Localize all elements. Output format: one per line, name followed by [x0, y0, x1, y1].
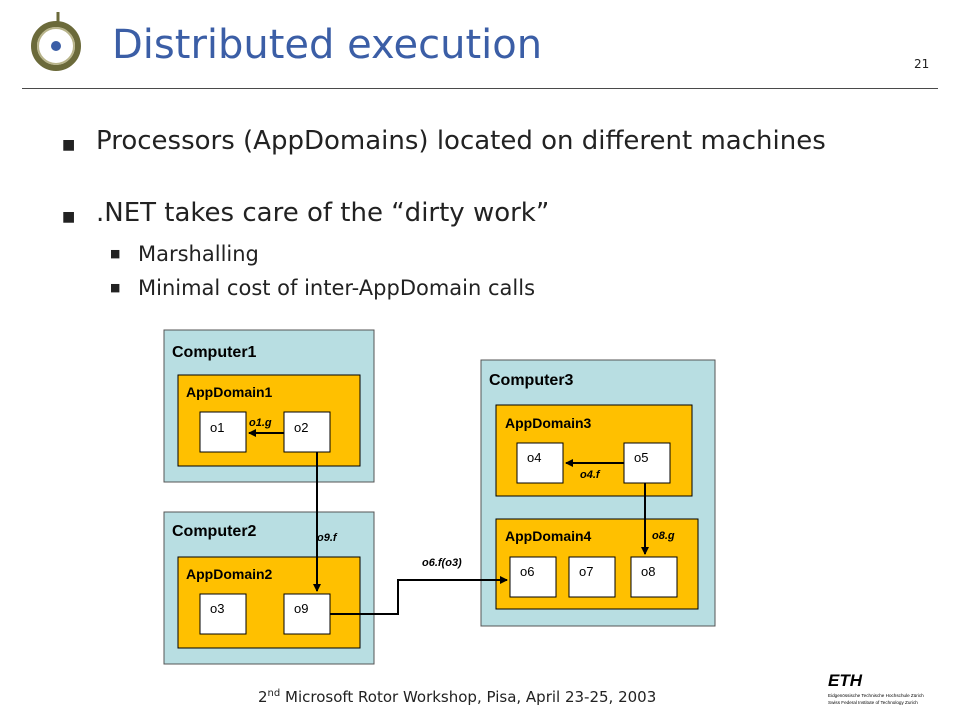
sub-bullet-1: Marshalling	[138, 242, 259, 266]
object-o4-label: o4	[527, 450, 541, 465]
footer-ordinal-suffix: nd	[267, 688, 281, 699]
bullet-1: Processors (AppDomains) located on diffe…	[96, 126, 826, 156]
institute-logo-icon	[31, 12, 81, 71]
bullet-list: ■ Processors (AppDomains) located on dif…	[0, 0, 960, 300]
computer2-label: Computer2	[172, 523, 257, 540]
object-o3	[199, 593, 247, 635]
bullet-marker-icon: ■	[62, 209, 76, 225]
object-o4	[516, 442, 564, 484]
call-label-o1g: o1.g	[249, 417, 272, 429]
appdomain2-label: AppDomain2	[186, 566, 273, 582]
appdomain4-label: AppDomain4	[505, 528, 592, 544]
object-o8	[630, 556, 678, 598]
eth-line1: Eidgenössische Technische Hochschule Zür…	[828, 693, 924, 698]
footer-event: Microsoft Rotor Workshop, Pisa, April 23…	[280, 688, 657, 706]
object-o1	[199, 411, 247, 453]
slide-title: Distributed execution	[112, 22, 543, 68]
sub-bullet-marker-icon: ■	[110, 281, 121, 294]
computer3-label: Computer3	[489, 372, 574, 389]
eth-line2: Swiss Federal Institute of Technology Zu…	[828, 700, 918, 705]
object-o5-label: o5	[634, 450, 648, 465]
object-o1-label: o1	[210, 420, 224, 435]
object-o8-label: o8	[641, 564, 655, 579]
call-label-o6f: o6.f(o3)	[422, 557, 462, 569]
object-o9-label: o9	[294, 601, 308, 616]
footer-ordinal: 2	[258, 688, 268, 706]
sub-bullet-2: Minimal cost of inter-AppDomain calls	[138, 276, 536, 300]
slide-number: 21	[914, 57, 930, 71]
eth-logo-icon: ETH Eidgenössische Technische Hochschule…	[828, 671, 924, 705]
object-o3-label: o3	[210, 601, 224, 616]
object-o6-label: o6	[520, 564, 534, 579]
object-o2-label: o2	[294, 420, 308, 435]
title-divider	[22, 88, 938, 89]
call-label-o9f: o9.f	[317, 532, 338, 544]
call-label-o4f: o4.f	[580, 469, 601, 481]
object-o6	[509, 556, 557, 598]
bullet-2: .NET takes care of the “dirty work”	[96, 198, 550, 228]
eth-wordmark: ETH	[828, 671, 863, 690]
appdomain3-label: AppDomain3	[505, 415, 592, 431]
object-o2	[283, 411, 331, 453]
object-o5	[623, 442, 671, 484]
sub-bullet-marker-icon: ■	[110, 247, 121, 260]
object-o7	[568, 556, 616, 598]
footer-text: 2nd Microsoft Rotor Workshop, Pisa, Apri…	[258, 688, 656, 706]
computer1-label: Computer1	[172, 344, 257, 361]
call-arrow-o6f	[330, 576, 508, 615]
appdomain1-label: AppDomain1	[186, 384, 273, 400]
call-label-o8g: o8.g	[652, 530, 675, 542]
object-o7-label: o7	[579, 564, 593, 579]
bullet-marker-icon: ■	[62, 137, 76, 153]
